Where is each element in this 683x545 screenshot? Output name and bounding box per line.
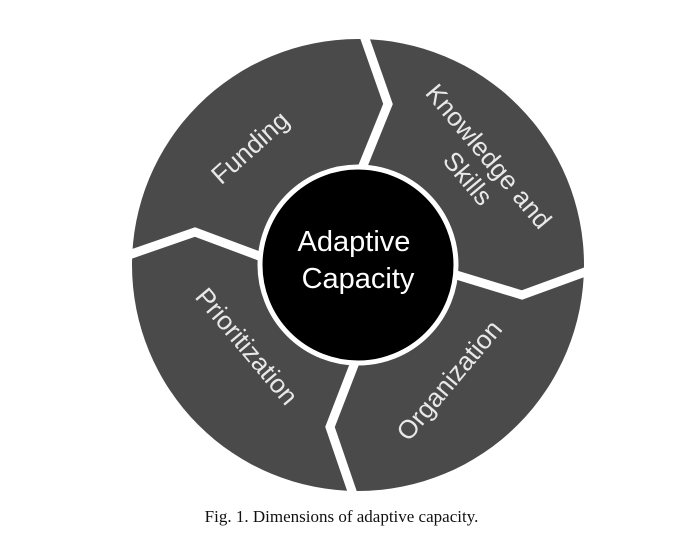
center-label-line1: Adaptive	[298, 226, 411, 258]
center-circle	[257, 164, 459, 366]
figure-caption-text: Dimensions of adaptive capacity.	[252, 507, 479, 526]
center-label: Adaptive Capacity	[298, 226, 419, 295]
separator-right	[438, 263, 598, 300]
adaptive-capacity-diagram: Adaptive Capacity Funding Knowledge and …	[118, 28, 598, 502]
separator-bottom	[325, 350, 364, 502]
separator-left	[118, 227, 272, 265]
separator-top	[353, 28, 393, 180]
center-label-line2: Capacity	[302, 263, 415, 295]
segment-separators	[118, 28, 598, 502]
figure-number: Fig. 1.	[204, 507, 249, 526]
figure-caption: Fig. 1. Dimensions of adaptive capacity.	[0, 507, 683, 527]
